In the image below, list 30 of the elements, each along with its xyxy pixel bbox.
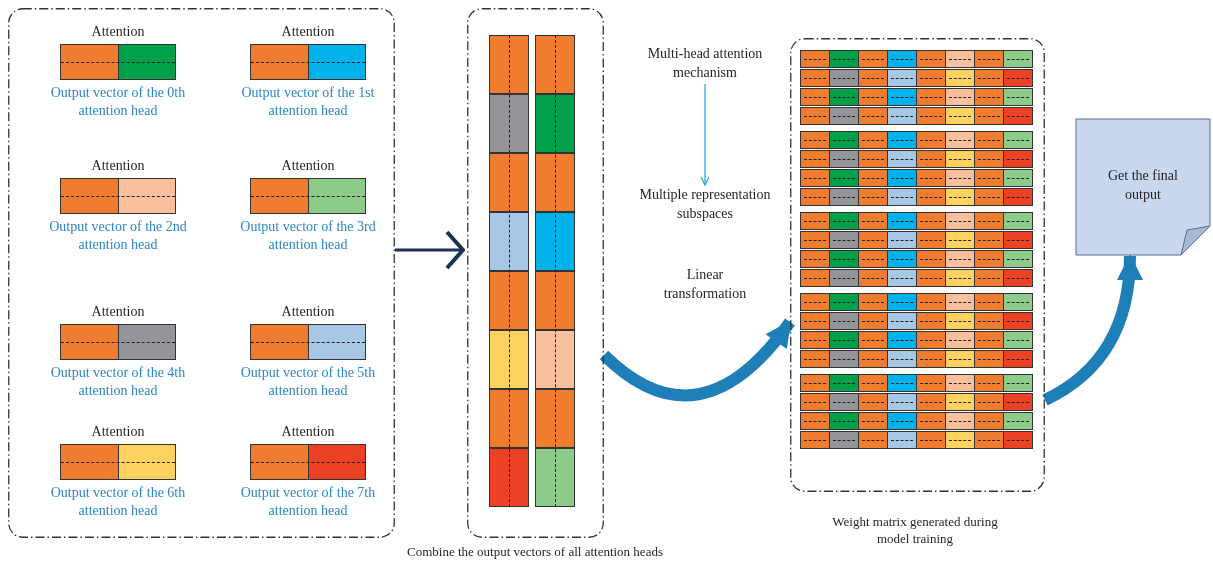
step-text: Multiple representation subspaces — [615, 185, 795, 223]
output-text: Get the final output — [1107, 167, 1179, 204]
panel-caption: Weight matrix generated during model training — [831, 513, 999, 547]
vector-caption: Output vector of the 1st attention head — [240, 84, 376, 120]
vector-caption: Output vector of the 2nd attention head — [48, 218, 188, 254]
vector-caption: Output vector of the 6th attention head — [49, 484, 187, 520]
head-title: Attention — [281, 24, 335, 40]
vector-caption: Output vector of the 4th attention head — [49, 364, 187, 400]
attention-heads-panel — [8, 8, 395, 538]
step-text: Multi-head attention mechanism — [620, 44, 790, 82]
concatenation-panel — [467, 8, 604, 538]
vector-caption: Output vector of the 5th attention head — [239, 364, 377, 400]
arrow — [700, 83, 710, 186]
curved-arrow — [1042, 254, 1143, 406]
step-label: Linear transformation — [662, 266, 748, 303]
chevron-arrow — [395, 230, 465, 270]
vector-caption: Output vector of the 3rd attention head — [239, 218, 377, 254]
curved-arrow — [600, 318, 795, 402]
head-title: Attention — [281, 424, 335, 440]
head-title: Attention — [91, 158, 145, 174]
panel-caption: Combine the output vectors of all attention heads — [406, 543, 664, 560]
head-title: Attention — [281, 158, 335, 174]
head-title: Attention — [91, 424, 145, 440]
weight-matrix-panel — [790, 38, 1045, 492]
output-document — [1075, 118, 1211, 256]
head-title: Attention — [281, 304, 335, 320]
vector-caption: Output vector of the 0th attention head — [49, 84, 187, 120]
head-title: Attention — [91, 304, 145, 320]
head-title: Attention — [91, 24, 145, 40]
vector-caption: Output vector of the 7th attention head — [239, 484, 377, 520]
